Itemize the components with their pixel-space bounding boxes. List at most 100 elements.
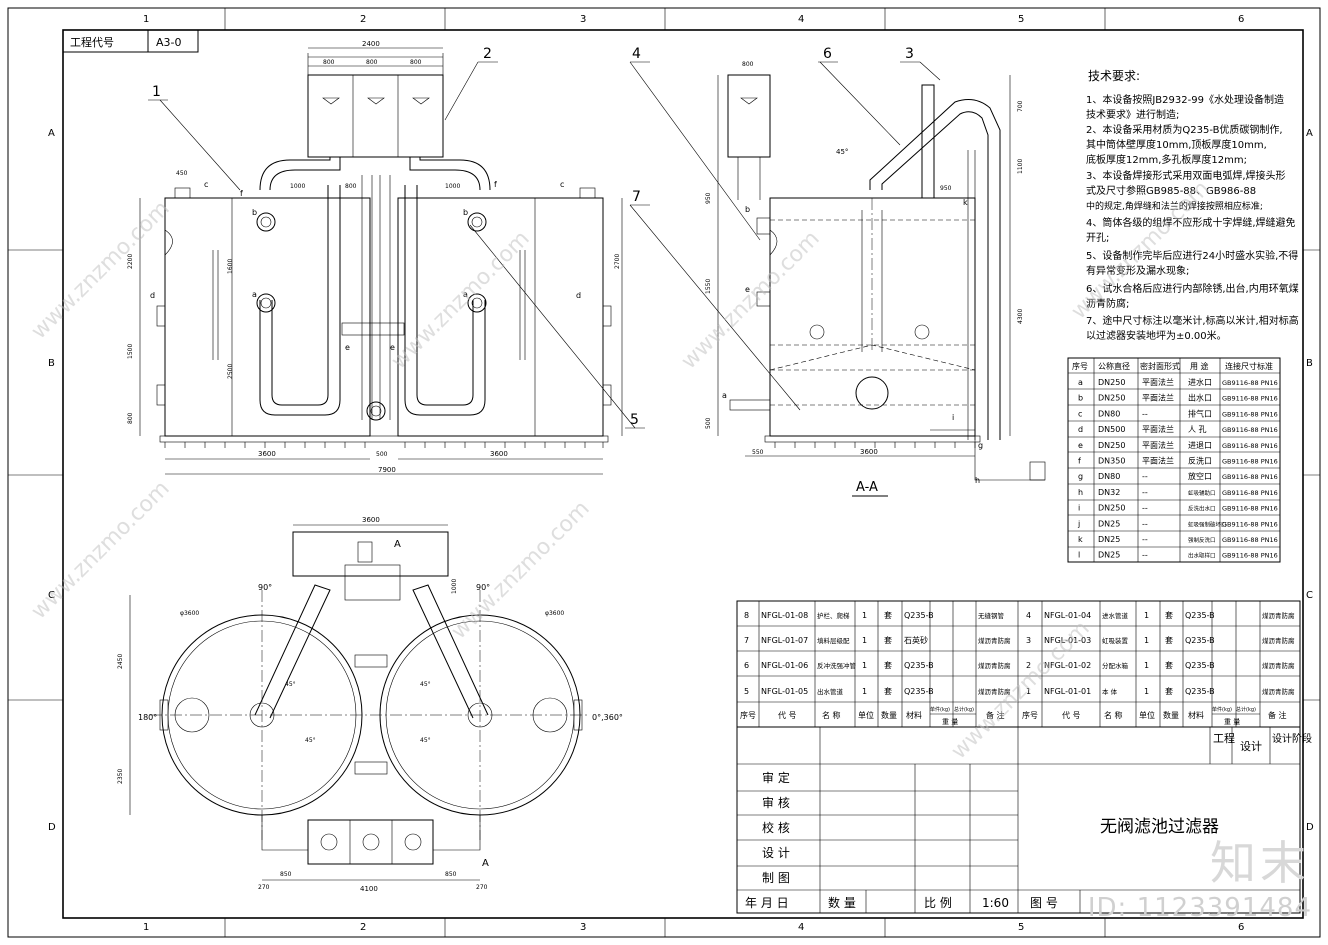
row-label-a: A [48, 128, 55, 139]
nozzle-cell: 反洗出水口 [1188, 505, 1216, 513]
tag-c-right: c [560, 180, 564, 189]
stage-label-design: 设计 [1240, 740, 1262, 753]
parts-cell: 1 [862, 611, 867, 620]
tech-req-line: 4、筒体各级的组焊不应形成十字焊缝,焊缝避免 [1086, 216, 1296, 229]
parts-cell: 护栏、爬梯 [817, 611, 850, 620]
tag-b-section: b [745, 205, 750, 214]
tech-req-line: 6、试水合格后应进行内部除锈,出台,内用环氧煤 [1086, 282, 1299, 295]
tech-req-line: 中的规定,角焊缝和法兰的焊接按照相应标准; [1086, 200, 1263, 212]
nozzle-cell: -- [1142, 409, 1148, 418]
tag-e-section: e [745, 285, 750, 294]
parts-cell: 出水管道 [817, 687, 844, 696]
nozzle-cell: DN250 [1098, 394, 1125, 403]
nozzle-cell: 人 孔 [1188, 425, 1207, 434]
row-label-b: B [48, 358, 55, 369]
nozzle-cell: GB9116-88 PN16 [1222, 552, 1278, 560]
col-label-6: 6 [1238, 14, 1244, 25]
nozzle-cell: 平面法兰 [1142, 424, 1174, 434]
parts-header: 备 注 [1268, 710, 1287, 720]
dim-front-11: 1500 [127, 344, 134, 359]
parts-header: 数量 [1163, 710, 1179, 720]
dim-front-15: 800 [345, 183, 357, 190]
dim-plan-0: 3600 [362, 516, 380, 524]
parts-header: 名 称 [1104, 710, 1123, 720]
parts-cell: 套 [884, 686, 892, 696]
dim-plan-10: 180° [138, 713, 157, 722]
bottom-label-scale: 比 例 [924, 896, 952, 910]
tech-req-line: 开孔; [1086, 232, 1109, 244]
section-mark-top: A [394, 539, 401, 550]
sign-row-approve: 审 定 [762, 770, 790, 785]
section-mark-bottom: A [482, 858, 489, 869]
nozzle-cell: e [1078, 441, 1083, 450]
nozzle-cell: 平面法兰 [1142, 440, 1174, 450]
nozzle-cell: GB9116-88 PN16 [1222, 442, 1278, 450]
dim-plan-4: 850 [445, 871, 457, 878]
parts-header: 单位 [858, 710, 874, 720]
parts-cell: Q235-B [1185, 611, 1215, 620]
nozzle-cell: GB9116-88 PN16 [1222, 458, 1278, 466]
tag-f-left: f [240, 189, 243, 198]
parts-header: 重 量 [942, 718, 958, 726]
nozzle-cell: DN250 [1098, 504, 1125, 513]
outer-frame [7, 7, 1321, 938]
parts-header: 数量 [881, 710, 897, 720]
nozzle-cell: GB9116-88 PN16 [1222, 489, 1278, 497]
nozzle-cell: g [1078, 472, 1083, 481]
nozzle-cell: 排气口 [1188, 408, 1212, 418]
nozzle-cell: f [1078, 457, 1081, 466]
watermark-site: www.znzmo.com [677, 226, 825, 374]
dim-section-6: 3600 [860, 448, 878, 456]
dim-section-4: 1550 [705, 279, 712, 294]
nozzle-cell: DN25 [1098, 551, 1120, 560]
parts-cell: 1 [862, 661, 867, 670]
balloon-2: 2 [483, 46, 492, 62]
parts-header: 材料 [1188, 710, 1204, 720]
nozzle-cell: DN250 [1098, 378, 1125, 387]
parts-cell: 套 [1165, 610, 1173, 620]
row-label-c: C [48, 590, 55, 601]
nozzle-cell: 虹吸辅助口 [1188, 489, 1216, 497]
nozzle-cell: GB9116-88 PN16 [1222, 395, 1278, 403]
nozzle-cell: DN500 [1098, 425, 1125, 434]
tech-req-line: 1、本设备按照JB2932-99《水处理设备制造 [1086, 93, 1284, 106]
balloon-3: 3 [905, 46, 914, 62]
tag-e-left: e [345, 343, 350, 352]
parts-header: 备 注 [986, 710, 1005, 720]
stage-label-project: 工程 [1213, 732, 1235, 745]
sign-row-check: 校 核 [762, 820, 790, 835]
parts-cell: 套 [1165, 635, 1173, 645]
dim-plan-8: 1000 [451, 579, 458, 594]
nozzle-cell: j [1077, 519, 1080, 528]
parts-cell: NFGL-01-07 [761, 636, 808, 645]
nozzle-cell: -- [1142, 535, 1148, 544]
col-label-2-bottom: 2 [360, 922, 366, 933]
section-view-a-a: 800 950 500 4300 1550 700 3600 550 1100 … [705, 61, 1046, 497]
parts-cell: 8 [744, 611, 749, 620]
tag-h-section: h [975, 476, 980, 485]
col-label-4: 4 [798, 14, 804, 25]
tech-req-line: 3、本设备焊接形式采用双面电弧焊,焊接头形 [1086, 169, 1286, 182]
parts-header: 单件(kg) [1212, 706, 1232, 713]
col-label-4-bottom: 4 [798, 922, 804, 933]
parts-cell: NFGL-01-04 [1044, 611, 1091, 620]
dim-front-1: 800 [323, 59, 335, 66]
id-watermark: ID: 1123391484 [1087, 893, 1312, 923]
parts-cell: 1 [1026, 687, 1031, 696]
parts-cell: 2 [1026, 661, 1031, 670]
distribution-tank [307, 74, 444, 158]
col-label-6-bottom: 6 [1238, 922, 1244, 933]
dim-plan-9: 90° [258, 583, 272, 592]
parts-cell: NFGL-01-06 [761, 661, 808, 670]
col-label-3: 3 [580, 14, 586, 25]
parts-cell: 煤沥青防腐 [1262, 687, 1295, 696]
dim-section-2: 500 [705, 417, 712, 429]
parts-cell: 进水管道 [1102, 611, 1129, 620]
plan-view: 3600 2450 2350 850 850 4100 270 270 1000… [117, 516, 623, 893]
nozzle-cell: k [1078, 535, 1083, 544]
parts-cell: 填料层级配 [817, 636, 850, 645]
parts-cell: 套 [1165, 686, 1173, 696]
nozzle-cell: DN25 [1098, 519, 1120, 528]
dim-front-8: 7900 [378, 466, 396, 474]
